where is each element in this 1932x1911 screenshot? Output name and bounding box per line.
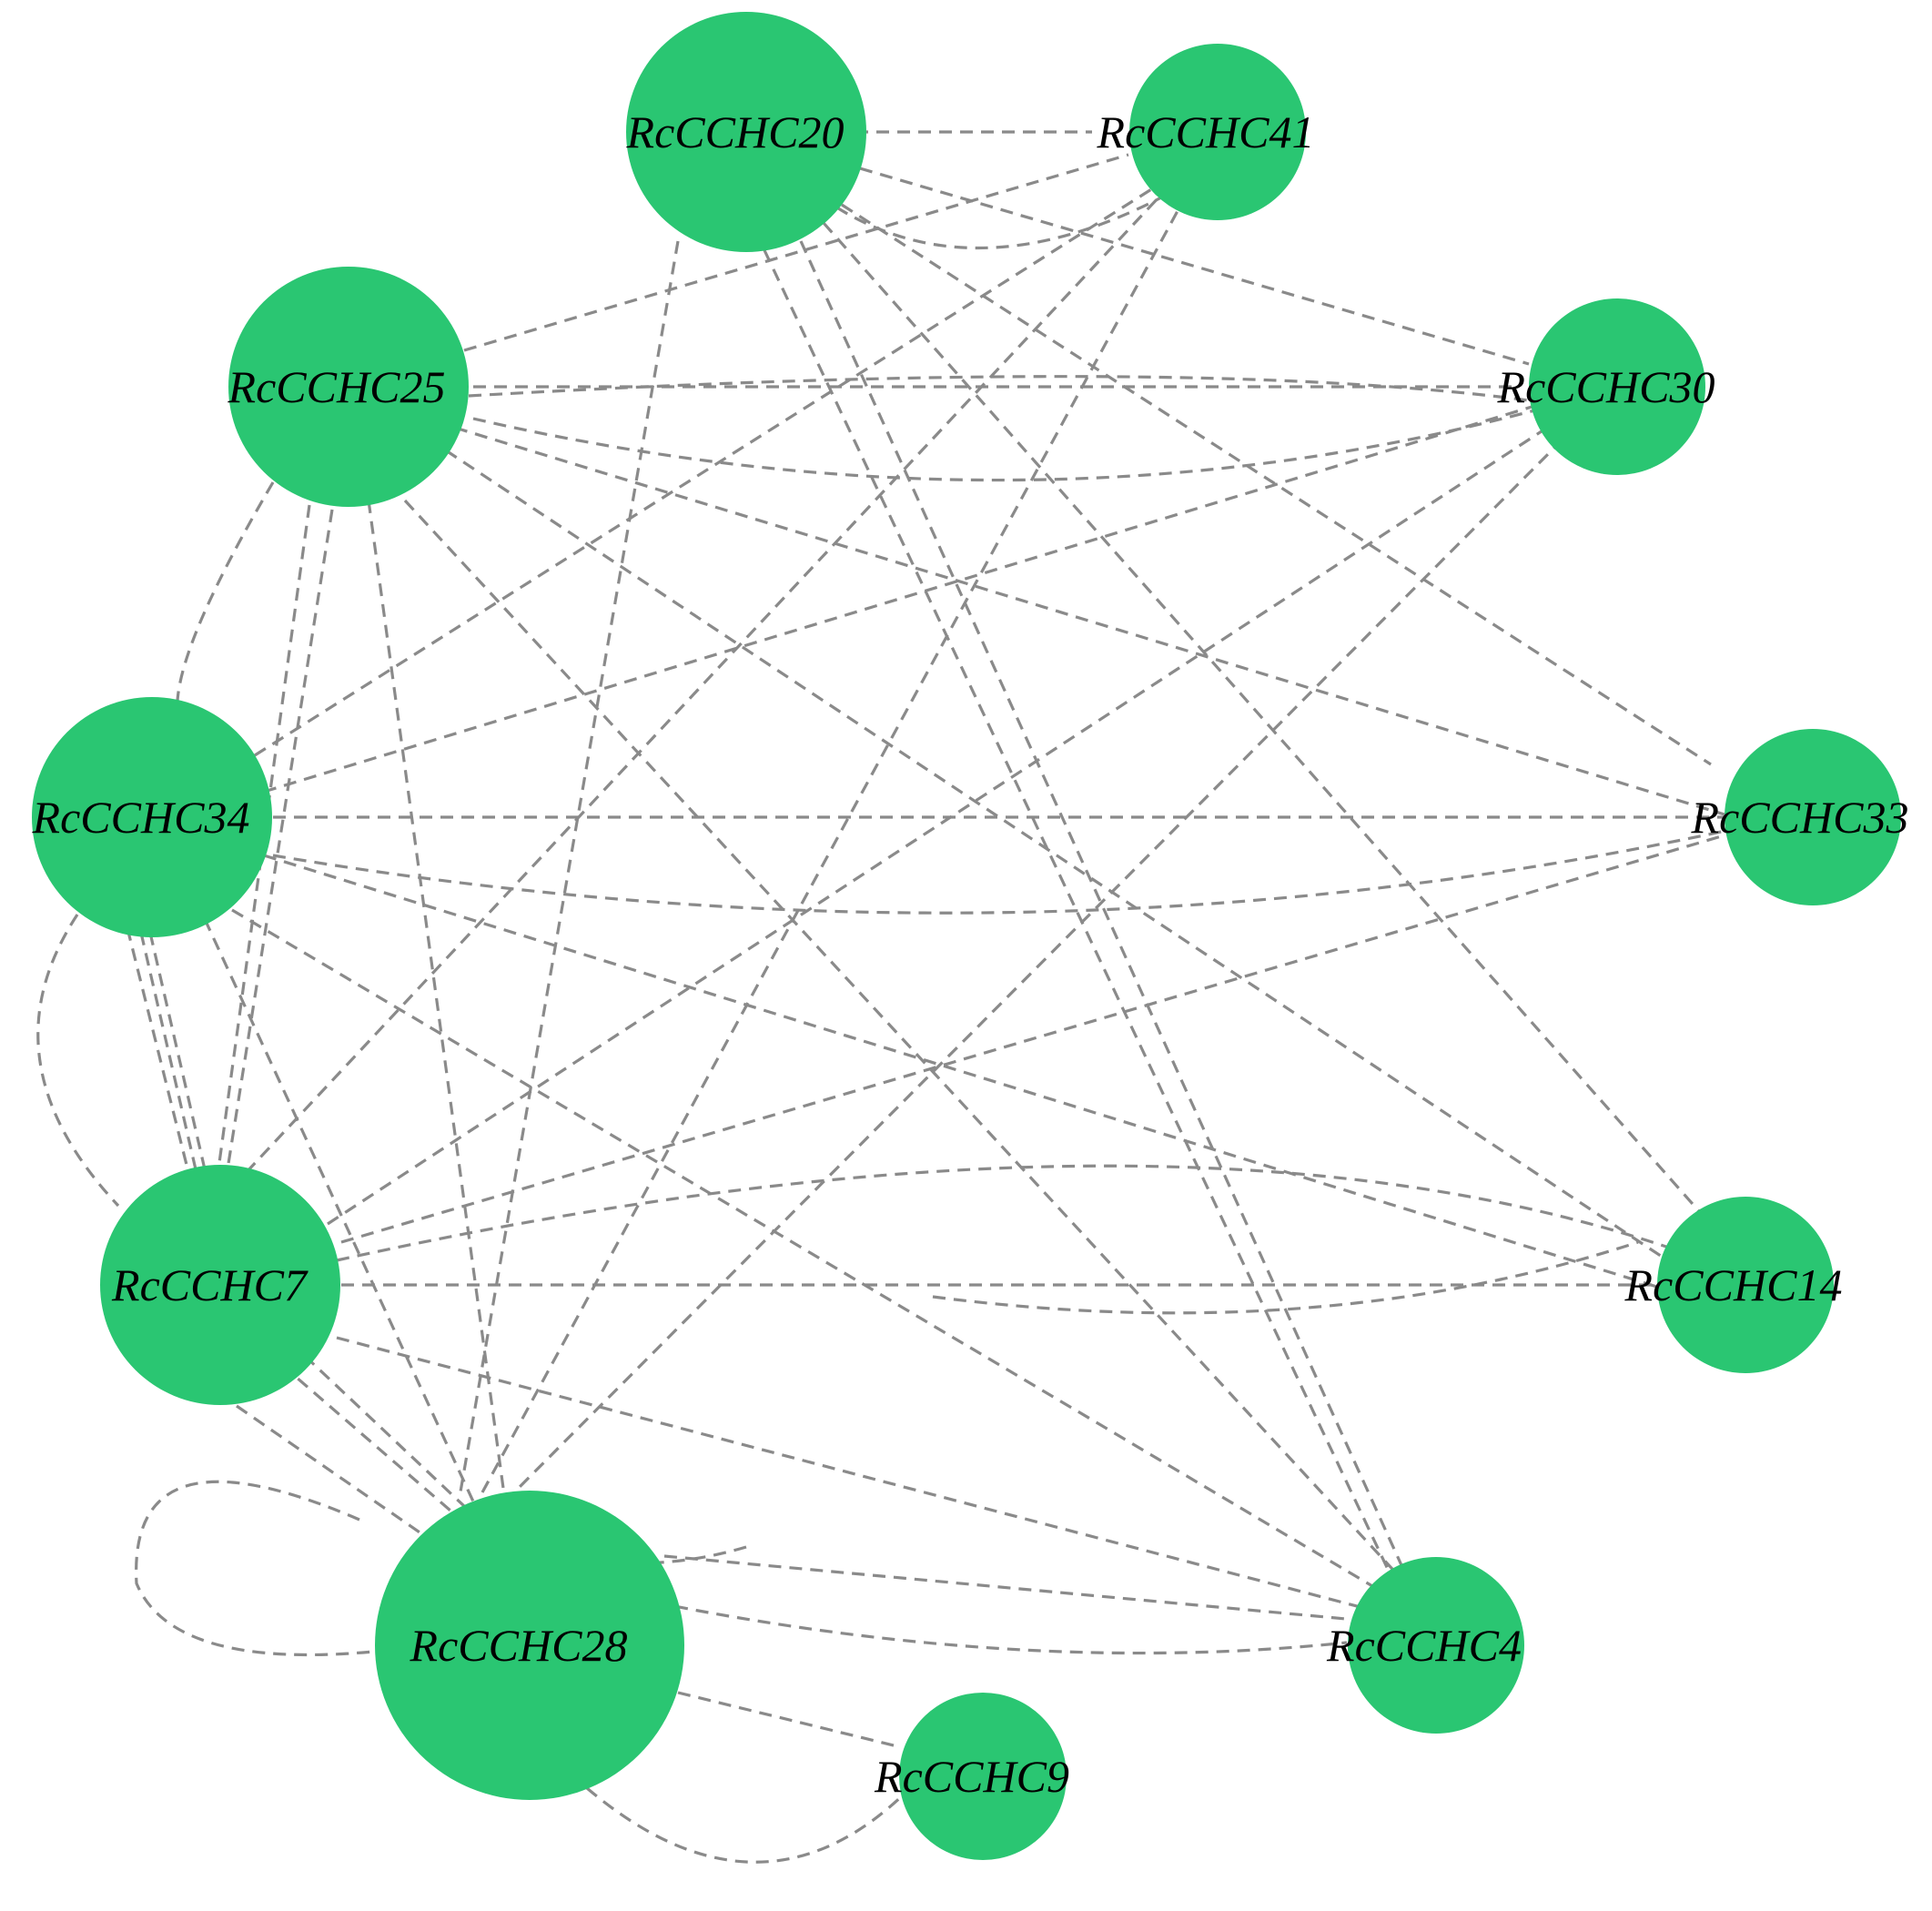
- node-rcchc7[interactable]: RcCCHC7: [100, 1165, 340, 1405]
- node-circle: [32, 697, 272, 937]
- edge: [336, 1336, 1375, 1613]
- node-rcchc41[interactable]: RcCCHC41: [1097, 44, 1315, 220]
- edge: [663, 1554, 1357, 1622]
- node-rcchc30[interactable]: RcCCHC30: [1497, 298, 1715, 475]
- node-label: RcCCHC9: [874, 1751, 1069, 1802]
- node-circle: [100, 1165, 340, 1405]
- node-circle: [626, 12, 866, 252]
- edge: [822, 221, 1708, 1221]
- node-circle: [228, 267, 469, 507]
- node-circle: [1529, 298, 1705, 475]
- nodes-layer: RcCCHC20 RcCCHC41 RcCCHC25 RcCCHC30 RcCC…: [32, 12, 1909, 1860]
- edge: [799, 240, 1403, 1566]
- edge: [280, 1363, 452, 1512]
- node-rcchc9[interactable]: RcCCHC9: [874, 1693, 1069, 1860]
- edge: [463, 153, 1129, 352]
- node-rcchc33[interactable]: RcCCHC33: [1691, 729, 1909, 905]
- node-circle: [1348, 1557, 1524, 1734]
- node-rcchc4[interactable]: RcCCHC4: [1326, 1557, 1524, 1734]
- node-label: RcCCHC14: [1624, 1259, 1843, 1310]
- edge: [231, 908, 1384, 1594]
- node-label: RcCCHC30: [1497, 361, 1715, 412]
- edge: [585, 1782, 916, 1864]
- edges-layer: [36, 130, 1739, 1864]
- node-label: RcCCHC34: [32, 792, 250, 843]
- edge: [272, 826, 1739, 915]
- edge: [236, 1404, 429, 1540]
- node-label: RcCCHC41: [1097, 106, 1315, 157]
- edge: [230, 194, 1162, 1189]
- node-label: RcCCHC20: [626, 106, 845, 157]
- node-circle: [375, 1491, 684, 1800]
- edge: [841, 203, 1712, 766]
- edge: [303, 1354, 466, 1508]
- node-rcchc34[interactable]: RcCCHC34: [32, 697, 272, 937]
- edge: [480, 208, 1180, 1493]
- edge: [445, 449, 1703, 1285]
- node-rcchc14[interactable]: RcCCHC14: [1624, 1197, 1843, 1373]
- node-label: RcCCHC4: [1326, 1620, 1522, 1671]
- edge: [454, 426, 1725, 816]
- node-rcchc28[interactable]: RcCCHC28: [375, 1491, 684, 1800]
- edge: [340, 831, 1735, 1244]
- edge: [367, 500, 507, 1502]
- edge: [677, 1691, 902, 1749]
- edge: [458, 240, 680, 1498]
- node-circle: [1129, 44, 1306, 220]
- node-label: RcCCHC25: [228, 361, 446, 412]
- edge: [468, 375, 1530, 402]
- edge: [472, 408, 1539, 482]
- edge: [263, 854, 1675, 1294]
- node-rcchc20[interactable]: RcCCHC20: [626, 12, 866, 252]
- edge: [336, 1164, 1694, 1262]
- edge: [135, 1480, 374, 1657]
- edge: [176, 481, 275, 702]
- node-label: RcCCHC7: [111, 1259, 309, 1310]
- edge: [327, 426, 1548, 1226]
- edge: [763, 249, 1394, 1580]
- node-circle: [899, 1693, 1067, 1860]
- edge: [254, 185, 1157, 757]
- node-circle: [1725, 729, 1901, 905]
- node-circle: [1657, 1197, 1834, 1373]
- edge: [203, 918, 475, 1502]
- edge: [226, 509, 334, 1170]
- edge: [818, 194, 1166, 249]
- edge: [932, 1240, 1639, 1315]
- edge: [139, 932, 197, 1170]
- node-rcchc25[interactable]: RcCCHC25: [228, 267, 469, 507]
- node-label: RcCCHC28: [410, 1620, 628, 1671]
- edge: [36, 914, 120, 1208]
- edge: [263, 403, 1539, 794]
- edge: [403, 499, 1403, 1581]
- node-label: RcCCHC33: [1691, 792, 1909, 843]
